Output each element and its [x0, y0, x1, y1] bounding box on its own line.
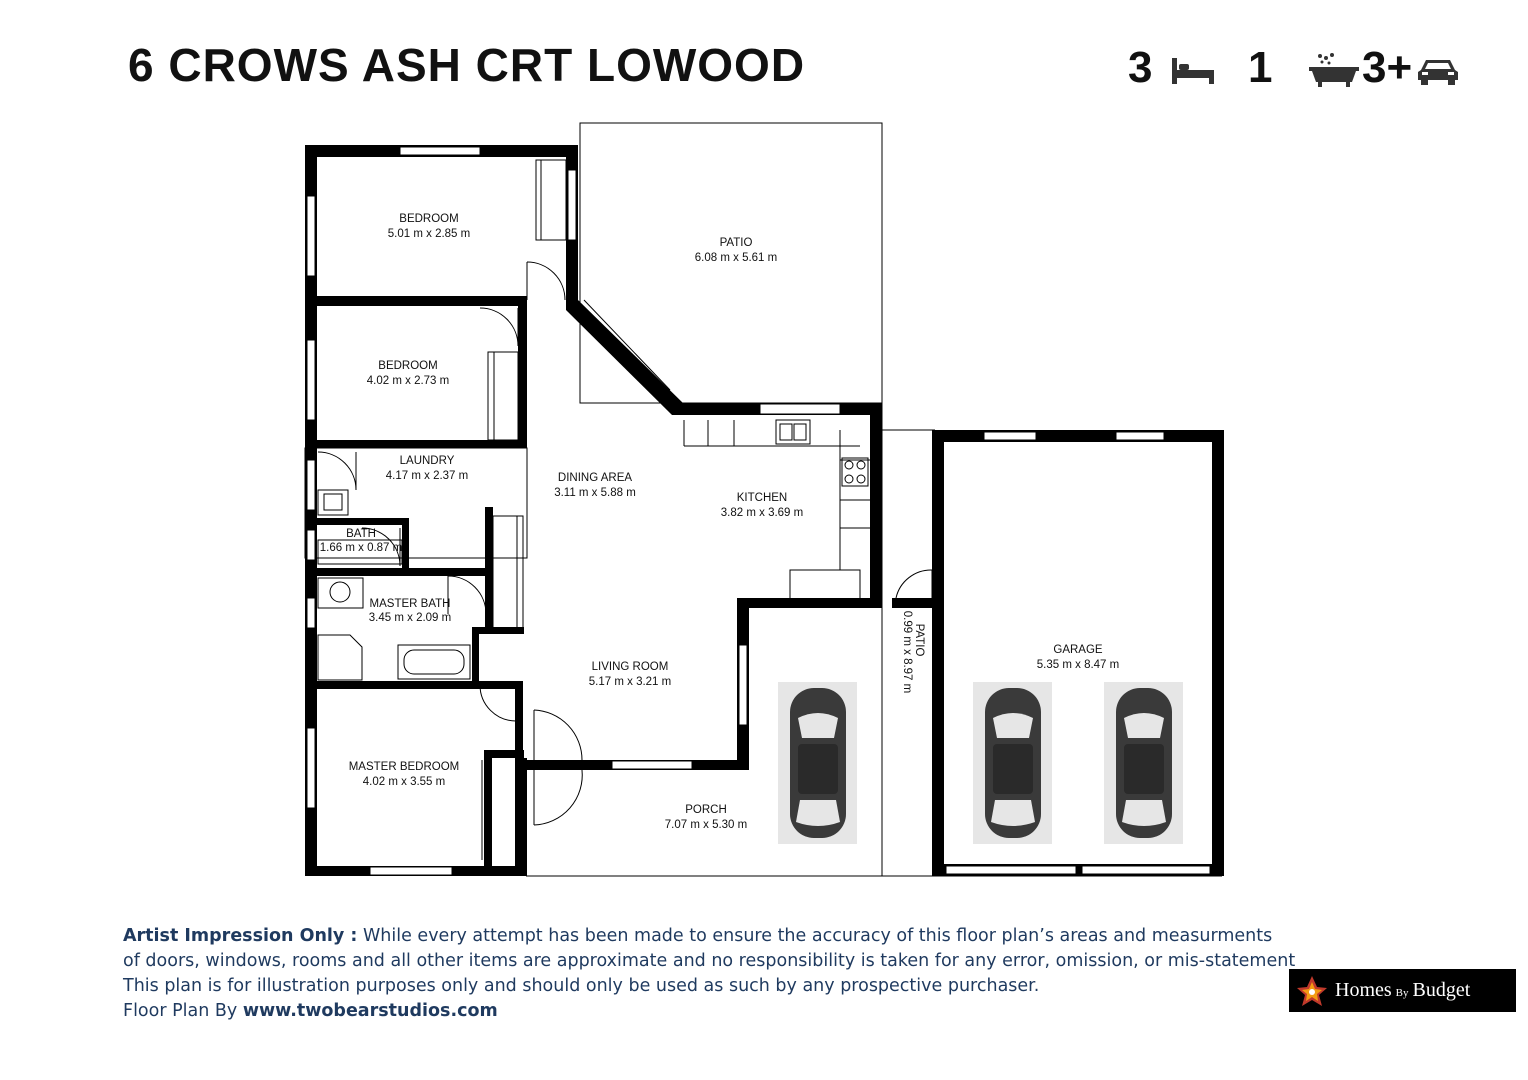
car-icon	[1418, 60, 1458, 85]
room-size: 6.08 m x 5.61 m	[695, 252, 777, 264]
bathtub-icon	[1309, 53, 1359, 87]
room-size: 7.07 m x 5.30 m	[665, 819, 747, 831]
room-name: GARAGE	[1053, 644, 1103, 656]
room-size: 3.11 m x 5.88 m	[554, 487, 636, 499]
room-size: 4.02 m x 2.73 m	[367, 375, 449, 387]
room-name: BATH	[346, 528, 376, 540]
room-size: 5.17 m x 3.21 m	[589, 676, 671, 688]
room-name: LIVING ROOM	[592, 661, 669, 673]
logo-word-budget: Budget	[1412, 979, 1471, 1001]
logo-word-homes: Homes	[1335, 979, 1392, 1001]
car-top-icon	[1116, 688, 1172, 838]
car-top-icon	[985, 688, 1041, 838]
room-size: 1.66 m x 0.87 m	[320, 542, 402, 554]
fixtures	[317, 419, 869, 681]
room-name: PORCH	[685, 804, 727, 816]
page-title: 6 CROWS ASH CRT LOWOOD	[128, 39, 806, 91]
room-name: MASTER BATH	[370, 598, 451, 610]
room-name: BEDROOM	[378, 360, 437, 372]
logo-emblem-icon	[1295, 974, 1329, 1008]
floor-plan: BEDROOM 5.01 m x 2.85 m PATIO 6.08 m x 5…	[304, 122, 1224, 877]
room-size: 4.02 m x 3.55 m	[363, 776, 445, 788]
room-name: KITCHEN	[737, 492, 787, 504]
door-swings	[317, 261, 933, 826]
bathroom-count: 1	[1248, 43, 1273, 92]
car-space-count: 3+	[1362, 43, 1413, 92]
room-name: LAUNDRY	[400, 455, 455, 467]
room-name: PATIO	[720, 237, 753, 249]
room-labels: BEDROOM 5.01 m x 2.85 m PATIO 6.08 m x 5…	[320, 213, 1119, 831]
room-size: 0.99 m x 8.97 m	[901, 611, 913, 693]
car-parking	[778, 682, 1183, 844]
credit-prefix: Floor Plan By	[123, 1001, 243, 1021]
room-size: 3.45 m x 2.09 m	[369, 612, 451, 624]
disclaimer: Artist Impression Only : While every att…	[123, 924, 1296, 1024]
disclaimer-line-3: This plan is for illustration purposes o…	[123, 976, 1040, 996]
room-name: DINING AREA	[558, 472, 632, 484]
car-top-icon	[790, 688, 846, 838]
room-name: PATIO	[913, 624, 925, 657]
room-name: MASTER BEDROOM	[349, 761, 460, 773]
windows	[306, 146, 1211, 876]
disclaimer-line-1: While every attempt has been made to ens…	[357, 926, 1273, 946]
bed-icon	[1172, 58, 1214, 84]
bedroom-count: 3	[1128, 43, 1153, 92]
disclaimer-line-2: of doors, windows, rooms and all other i…	[123, 951, 1296, 971]
disclaimer-heading: Artist Impression Only :	[123, 926, 358, 946]
room-name: BEDROOM	[399, 213, 458, 225]
logo-word-by: By	[1395, 987, 1409, 999]
property-specs: 3 1 3+	[1126, 44, 1466, 94]
room-size: 5.35 m x 8.47 m	[1037, 659, 1119, 671]
room-size: 4.17 m x 2.37 m	[386, 470, 468, 482]
room-size: 3.82 m x 3.69 m	[721, 507, 803, 519]
room-size: 5.01 m x 2.85 m	[388, 228, 470, 240]
wardrobes	[481, 159, 671, 860]
credit-link[interactable]: www.twobearstudios.com	[242, 1001, 498, 1021]
